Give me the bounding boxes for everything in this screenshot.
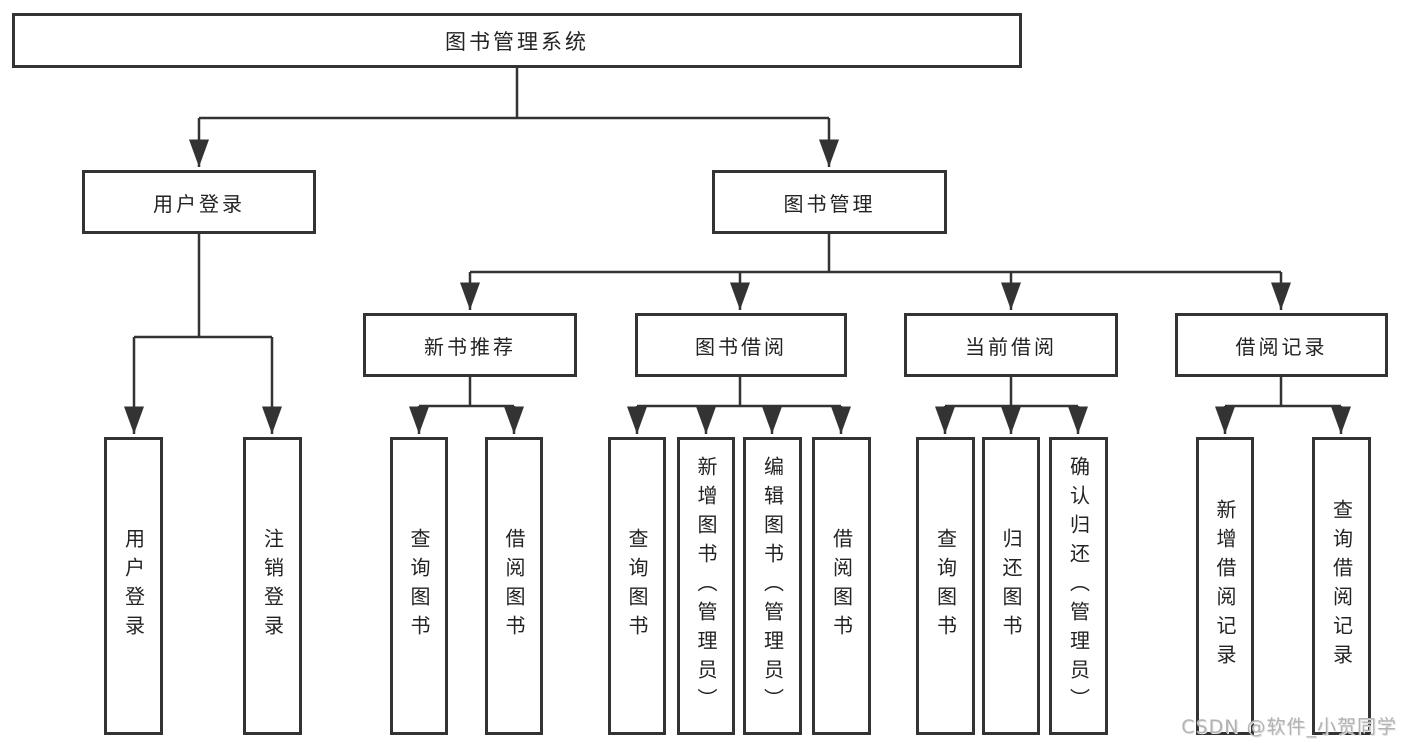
node-label: 借阅记录: [1235, 334, 1328, 359]
edges-new-book-recommend: [409, 377, 524, 434]
leaf-label: 查询图书: [933, 528, 958, 644]
node-borrowing-records: 借阅记录: [1175, 313, 1388, 377]
leaf-query-books-recommend: 查询图书: [390, 437, 448, 735]
node-book-management: 图书管理: [712, 170, 947, 234]
leaf-label: 编辑图书（管理员）: [760, 455, 785, 717]
leaf-edit-books-admin: 编辑图书（管理员）: [743, 437, 802, 735]
node-label: 图书借阅: [695, 334, 787, 359]
leaf-label: 借阅图书: [829, 528, 854, 644]
edges-user-login: [124, 234, 282, 434]
leaf-label: 归还图书: [999, 528, 1023, 644]
leaf-label: 确认归还（管理员）: [1066, 455, 1091, 717]
leaf-label: 查询图书: [625, 528, 649, 644]
leaf-confirm-return-admin: 确认归还（管理员）: [1049, 437, 1108, 735]
edges-borrowing-records: [1215, 377, 1351, 434]
leaf-query-books-borrowing: 查询图书: [608, 437, 666, 735]
leaf-return-books: 归还图书: [982, 437, 1040, 735]
leaf-query-books-current: 查询图书: [916, 437, 975, 735]
leaf-add-books-admin: 新增图书（管理员）: [677, 437, 735, 735]
leaf-add-borrow-record: 新增借阅记录: [1196, 437, 1254, 735]
leaf-query-borrow-record: 查询借阅记录: [1312, 437, 1371, 735]
node-current-borrowing: 当前借阅: [904, 313, 1118, 377]
csdn-watermark: CSDN @软件_小贺同学: [1181, 716, 1397, 738]
node-book-borrowing: 图书借阅: [635, 313, 847, 377]
node-user-login: 用户登录: [82, 170, 316, 234]
leaf-borrow-books-recommend: 借阅图书: [485, 437, 543, 735]
leaf-label: 查询借阅记录: [1329, 499, 1354, 673]
node-label: 新书推荐: [424, 334, 516, 359]
node-label: 当前借阅: [965, 334, 1057, 359]
leaf-label: 用户登录: [121, 528, 146, 644]
leaf-label: 新增借阅记录: [1213, 499, 1237, 673]
edges-book-management: [460, 234, 1291, 310]
leaf-label: 查询图书: [407, 528, 431, 644]
leaf-borrow-books-borrowing: 借阅图书: [812, 437, 871, 735]
leaf-label: 注销登录: [260, 528, 285, 644]
leaf-label: 借阅图书: [502, 528, 526, 644]
leaf-user-login: 用户登录: [104, 437, 163, 735]
leaf-label: 新增图书（管理员）: [694, 455, 718, 717]
node-label: 图书管理系统: [445, 29, 589, 54]
leaf-logout: 注销登录: [243, 437, 302, 735]
node-label: 图书管理: [783, 191, 876, 216]
edges-book-borrowing: [627, 377, 851, 434]
node-label: 用户登录: [153, 191, 245, 216]
edges-root: [189, 68, 839, 167]
node-new-book-recommend: 新书推荐: [363, 313, 577, 377]
node-library-management-system: 图书管理系统: [12, 13, 1022, 68]
edges-current-borrowing: [935, 377, 1088, 434]
